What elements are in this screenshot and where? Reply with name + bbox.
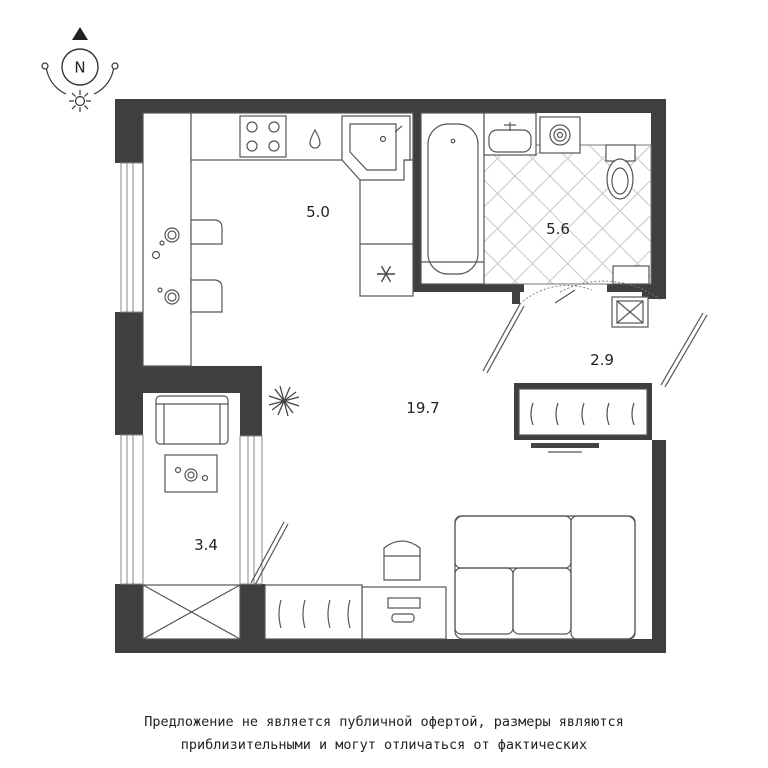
wall-bath-bottom-right [607, 284, 651, 292]
sofa-icon [454, 515, 636, 640]
bar-stool-lower [190, 279, 223, 313]
toilet-icon [605, 144, 636, 200]
tableware-icon-lower [157, 287, 180, 305]
wall-bath-bottom [413, 284, 524, 292]
room-area-living: 19.7 [406, 399, 439, 417]
wall-bath-left [413, 113, 421, 291]
entrance-door[interactable] [554, 280, 708, 388]
north-arrow-icon [72, 27, 88, 40]
window-left-upper [120, 162, 144, 313]
wall-balcony-side [240, 366, 262, 436]
coffee-table-icon [164, 454, 218, 493]
wardrobe-hall [514, 383, 652, 440]
desk-icon [361, 586, 447, 640]
dresser-icon [264, 584, 363, 640]
corner-sink-icon [341, 115, 411, 181]
window-balcony-bottom [142, 584, 241, 640]
compass-letter: N [74, 59, 85, 77]
window-left-lower [120, 434, 144, 585]
sun-icon [69, 90, 91, 112]
floor-plan: N [41, 27, 708, 653]
disclaimer-line-2: приблизительными и могут отличаться от ф… [180, 737, 588, 753]
chair-icon [383, 540, 421, 581]
wall-top [115, 99, 666, 113]
wall-bottom [115, 639, 666, 653]
disclaimer-line-1: Предложение не является публичной оферто… [144, 714, 624, 730]
bathroom-door[interactable] [482, 285, 593, 374]
compass-ring [61, 48, 99, 86]
wall-right-lower [652, 440, 666, 653]
window-balcony-inner [239, 435, 263, 585]
wall-left-mid [115, 312, 143, 435]
stove-icon [239, 115, 287, 158]
walls [115, 99, 666, 653]
balcony-door[interactable] [250, 521, 289, 586]
shelf-cabinet [612, 265, 650, 285]
plant-icon [268, 385, 300, 417]
room-area-bathroom: 5.6 [546, 220, 570, 238]
wall-left-top [115, 99, 143, 163]
room-area-balcony: 3.4 [194, 536, 218, 554]
water-drop-icon [309, 128, 321, 149]
water-heater-icon [539, 116, 581, 154]
tile-floor [483, 144, 652, 285]
wall-corner-nub [642, 284, 666, 299]
room-area-hall: 2.9 [590, 351, 614, 369]
bathtub-icon [420, 112, 485, 285]
room-area-kitchen: 5.0 [306, 203, 330, 221]
armchair-icon [155, 395, 229, 445]
compass-arc-right [93, 64, 115, 95]
tableware-icon-upper [151, 227, 180, 260]
wall-balcony-lower [240, 584, 265, 653]
wall-left-bottom [115, 584, 143, 653]
snowflake-icon [377, 265, 395, 283]
tv-icon [531, 443, 599, 453]
compass-arc-left [45, 64, 67, 95]
washbasin-icon [483, 112, 537, 156]
compass-dot-right [111, 62, 119, 70]
wall-door-jamb [512, 284, 520, 304]
compass-dot-left [41, 62, 49, 70]
bar-stool-upper [190, 219, 223, 245]
washing-machine-icon [611, 296, 649, 328]
compass: N [41, 27, 119, 112]
wall-right-upper [651, 99, 666, 299]
